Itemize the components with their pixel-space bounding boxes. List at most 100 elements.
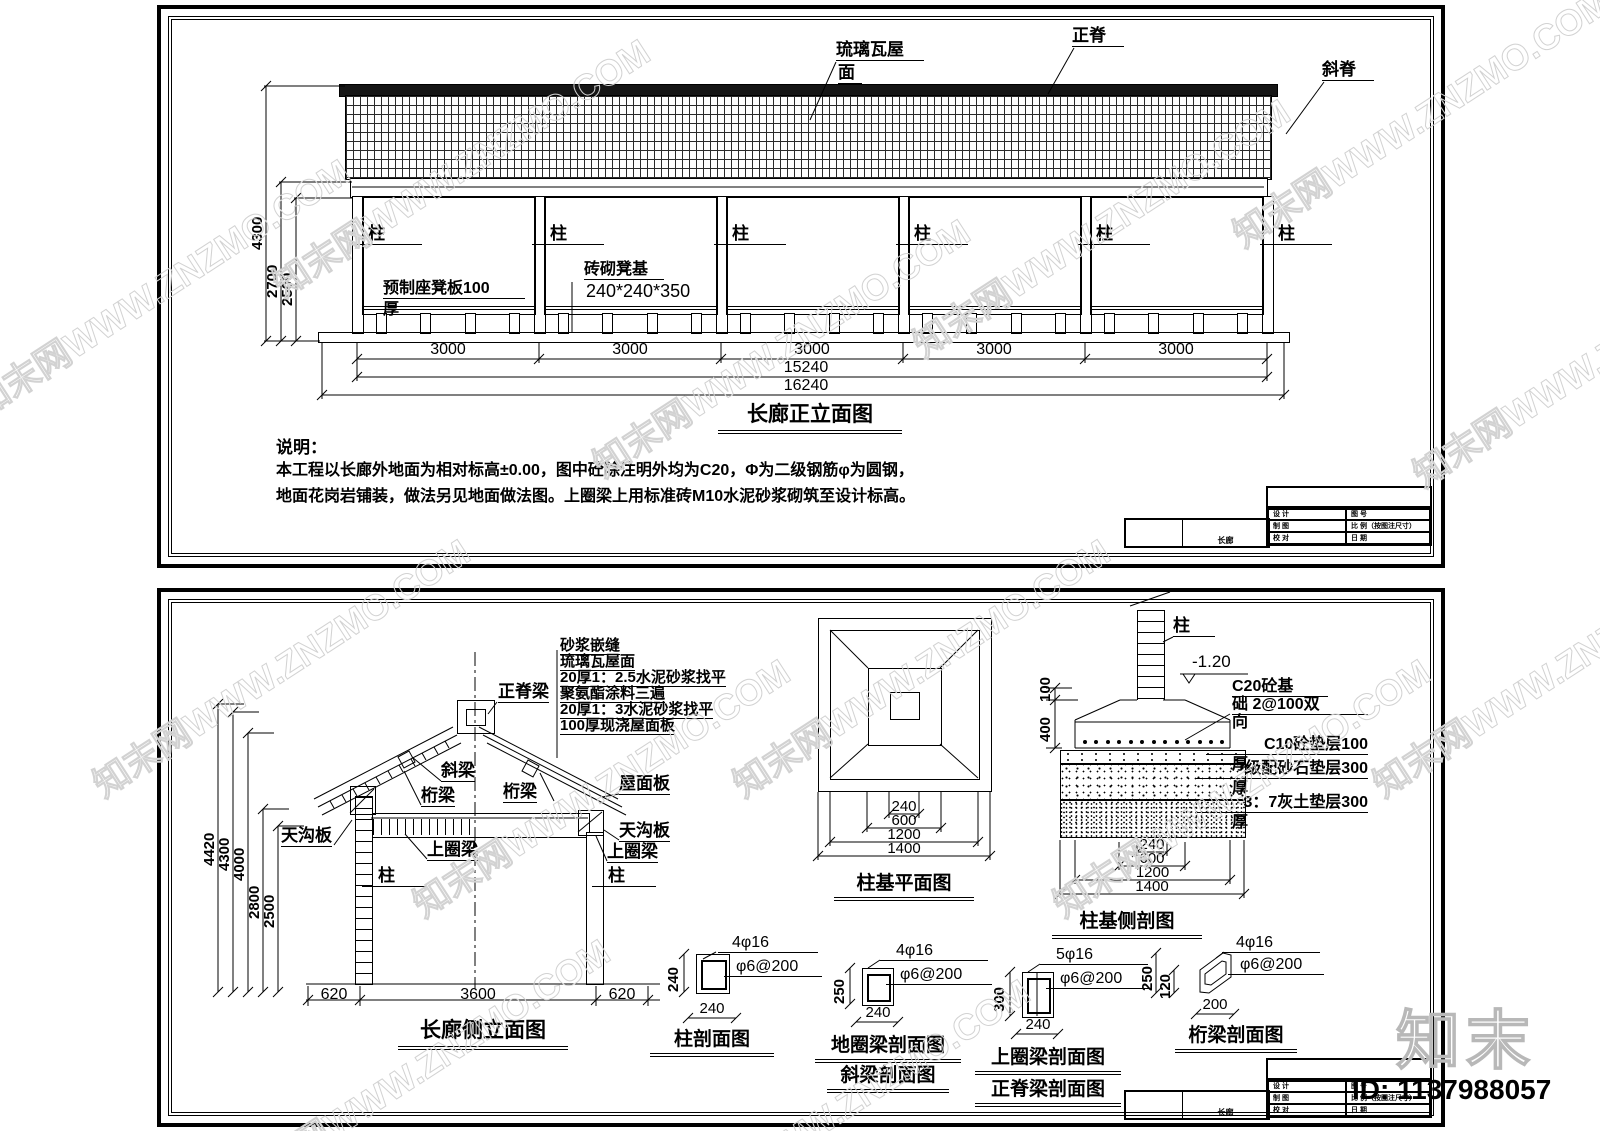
gravel-note-2: 厚	[1232, 780, 1249, 797]
titleblock-header	[1266, 1058, 1432, 1082]
side-roof-lines	[306, 652, 660, 988]
column-label: 柱	[896, 224, 968, 245]
ring-beam-title: 上圈梁剖面图	[975, 1042, 1121, 1075]
rebar-section-lines	[678, 947, 1240, 1040]
ground-beam-section-outline	[862, 968, 894, 1006]
purlin-label: 桁梁	[503, 782, 537, 803]
dim-bay: 3000	[1158, 341, 1194, 358]
footing-note: C20砼基	[1232, 678, 1328, 698]
column-label: 柱	[362, 866, 426, 887]
tb-project: 长廊	[1217, 1108, 1234, 1117]
level-mark: -1.20	[1192, 652, 1231, 671]
base-section-title: 柱基侧剖图	[1052, 906, 1202, 939]
bench-supports	[376, 313, 520, 334]
layer-note: 20厚1：3水泥砂浆找平	[560, 701, 714, 720]
tb-date: 日 期	[1346, 1104, 1430, 1116]
eave-beam-band	[350, 178, 1268, 198]
ground-beam-title: 地圈梁剖面图	[815, 1030, 961, 1063]
layer-note: 20厚1：2.5水泥砂浆找平	[560, 669, 726, 688]
dim-3600: 3600	[460, 986, 496, 1003]
sheet-frame-top	[157, 5, 1445, 568]
section-dim-h: 200	[1202, 996, 1228, 1013]
bench-board-note: 预制座凳板100	[383, 280, 525, 300]
base-section-column-label: 柱	[1173, 616, 1215, 637]
bench-board	[726, 306, 900, 315]
column	[1262, 196, 1274, 334]
column	[1080, 196, 1092, 334]
notes-line-2: 地面花岗岩铺装，做法另见地面做法图。上圈梁上用标准砖M10水泥砂浆砌筑至设计标高…	[276, 488, 916, 505]
stirrup-label: φ6@200	[724, 958, 822, 978]
sec-dim-600: 600	[1139, 850, 1165, 867]
lime-soil-layer	[1060, 799, 1246, 838]
roof-surface-label: 琉璃瓦屋	[836, 40, 924, 61]
bench-board	[362, 306, 536, 315]
tb-scale: 比 例（按图注尺寸）	[1346, 520, 1430, 532]
titleblock-left: 长廊	[1124, 518, 1270, 548]
base-plan-step	[868, 668, 942, 746]
dim-bay: 3000	[430, 341, 466, 358]
dim-16240: 16240	[783, 377, 829, 394]
rebar-label: 4φ16	[1222, 934, 1320, 954]
column-label: 柱	[714, 224, 786, 245]
side-elevation-title: 长廊侧立面图	[398, 1014, 568, 1050]
base-plan-title: 柱基平面图	[834, 868, 974, 901]
bench-supports	[1104, 313, 1248, 334]
tb-project: 长廊	[1217, 536, 1234, 545]
sec-dim-1400: 1400	[1135, 878, 1169, 895]
dim-bay: 3000	[976, 341, 1012, 358]
bench-board	[544, 306, 718, 315]
rebar-label: 5φ16	[1040, 946, 1148, 966]
column	[898, 196, 910, 334]
base-section-column	[1137, 610, 1165, 700]
column-section-title: 柱剖面图	[650, 1024, 774, 1057]
bay-opening	[362, 196, 536, 310]
bench-base-size: 240*240*350	[586, 281, 691, 301]
plan-dim-240: 240	[891, 798, 917, 815]
ring-beam-stirrup	[1027, 978, 1051, 1014]
bench-supports	[558, 313, 702, 334]
stirrup-label: φ6@200	[1228, 956, 1324, 976]
bay-opening	[908, 196, 1082, 310]
base-platform	[318, 332, 1290, 343]
front-elevation-title: 长廊正立面图	[718, 398, 902, 434]
tb-date: 日 期	[1346, 532, 1430, 544]
ridge-beam-section-title: 正脊梁剖面图	[975, 1074, 1121, 1107]
base-plan-lines	[812, 629, 996, 862]
layer-note: 100厚现浇屋面板	[560, 717, 676, 736]
gutter-label: 天沟板	[619, 821, 670, 842]
stirrup-label: φ6@200	[1046, 970, 1152, 990]
bench-board	[1090, 306, 1264, 315]
front-dimension-lines	[260, 80, 1290, 401]
dim-15240: 15240	[783, 359, 829, 376]
bench-board	[908, 306, 1082, 315]
c10-note: C10砼垫层100	[1206, 736, 1368, 756]
slope-beam-label: 斜梁	[441, 761, 475, 782]
tb-empty-cell	[1126, 520, 1183, 546]
footing-note-2: 础 2@100双	[1232, 696, 1368, 716]
bench-supports	[740, 313, 884, 334]
ring-beam-section-outline	[1022, 972, 1054, 1018]
sec-dim-240: 240	[1139, 836, 1165, 853]
column	[352, 196, 364, 334]
bay-opening	[1090, 196, 1264, 310]
dim-620: 620	[608, 986, 636, 1003]
column-section-outline	[696, 954, 730, 994]
bench-base-note: 砖砌凳基	[584, 261, 664, 281]
column-section-stirrup	[701, 960, 727, 990]
lime-note-2: 厚	[1232, 814, 1249, 831]
sec-dim-1200: 1200	[1135, 864, 1170, 881]
section-dim-h: 240	[1025, 1016, 1051, 1033]
layer-note: 砂浆嵌缝	[560, 637, 621, 656]
column-label: 柱	[1260, 224, 1332, 245]
base-plan-mid	[830, 630, 980, 780]
layer-note: 聚氨酯涂料三遍	[560, 685, 666, 704]
front-leaders	[352, 47, 1325, 333]
tb-empty-cell	[1126, 1092, 1183, 1118]
dim-bay: 3000	[794, 341, 830, 358]
glazed-tile-roof	[345, 95, 1272, 180]
notes-heading: 说明：	[276, 438, 327, 457]
ring-beam-label: 上圈梁	[607, 842, 658, 863]
dim-bay: 3000	[612, 341, 648, 358]
side-dimension-lines	[212, 698, 660, 1006]
